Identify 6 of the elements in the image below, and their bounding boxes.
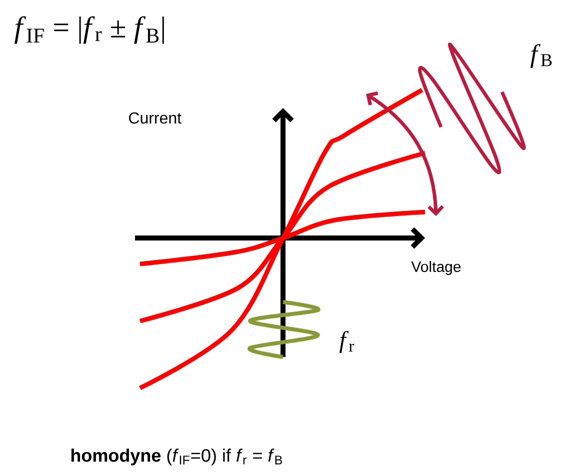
math-label: f$_{r}$	[339, 331, 354, 353]
formula: f$_{IF}$ = |f$_{r}$ ± f$_{B}$|	[14, 16, 164, 44]
axis-label: Current	[129, 112, 182, 124]
caption: homodyne (f$_{IF}$=0) if f$_{r}$ = f$_{B}$	[71, 448, 282, 466]
axis-label: Voltage	[411, 261, 461, 275]
math-label: f$_{B}$	[530, 44, 552, 68]
